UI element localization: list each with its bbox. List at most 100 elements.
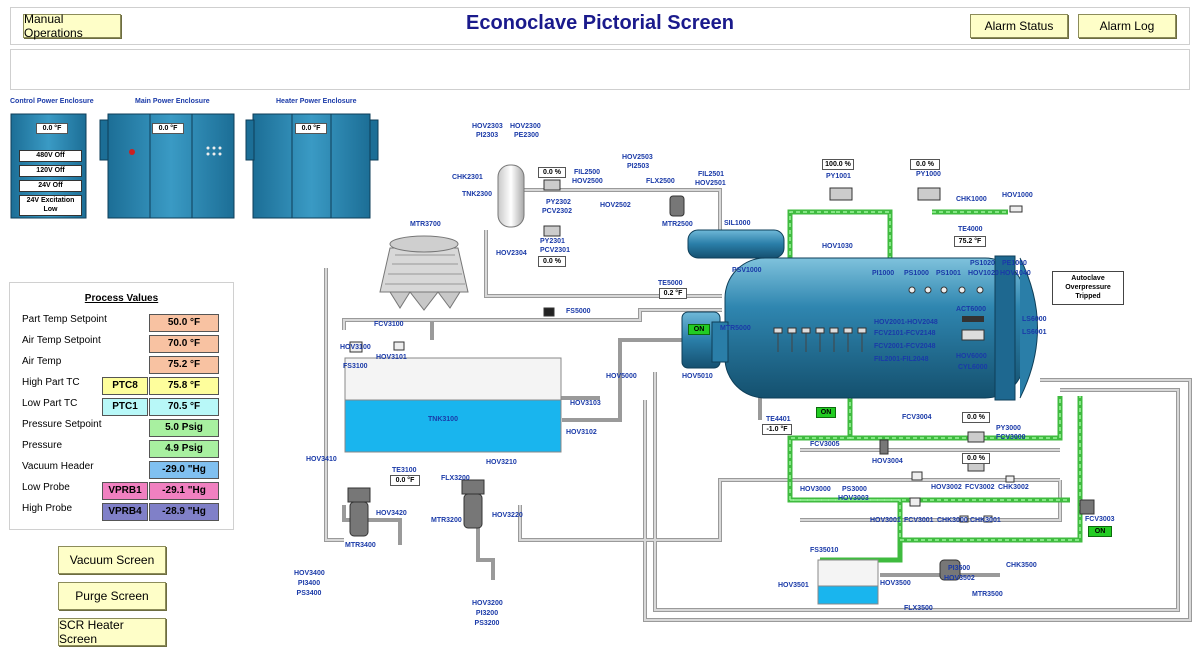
py1001-readout: 100.0 %: [822, 159, 854, 170]
tag-ls6001: LS6001: [1022, 329, 1047, 336]
pv-tag: PTC8: [102, 377, 148, 395]
tag-fcv2101-2148: FCV2101-FCV2148: [874, 330, 936, 337]
control-enclosure-title: Control Power Enclosure: [10, 98, 94, 105]
tag-py1001: PY1001: [826, 173, 851, 180]
pv-label: Low Probe: [22, 482, 70, 493]
tag-hov2502: HOV2502: [600, 202, 631, 209]
message-bar: [10, 49, 1190, 90]
tag-hov3410: HOV3410: [306, 456, 337, 463]
tag-hov3003: HOV3003: [838, 495, 869, 502]
tag-fcv3004: FCV3004: [902, 414, 932, 421]
tag-pcv2301: PCV2301: [540, 247, 570, 254]
tag-pi2303: PI2303: [476, 132, 499, 139]
tag-fcv3002: FCV3002: [965, 484, 995, 491]
fcv3003-on-indicator: ON: [1088, 526, 1112, 537]
tag-mtr3400: MTR3400: [345, 542, 376, 549]
tag-cyl6000: CYL6000: [958, 364, 988, 371]
control-enclosure-temp: 0.0 °F: [36, 123, 68, 134]
tag-fil2001-2048: FIL2001-FIL2048: [874, 356, 929, 363]
te4000-readout: 75.2 °F: [954, 236, 986, 247]
tag-te3100: TE3100: [392, 467, 417, 474]
tag-ls6000: LS6000: [1022, 316, 1047, 323]
tag-pi3400: PI3400: [297, 580, 321, 587]
tag-py2301: PY2301: [540, 238, 565, 245]
pv-label: Air Temp Setpoint: [22, 335, 101, 346]
purge-screen-button[interactable]: Purge Screen: [58, 582, 166, 610]
pcv2301-readout: 0.0 %: [538, 256, 566, 267]
tag-pcv2302: PCV2302: [542, 208, 572, 215]
tag-pe2300: PE2300: [514, 132, 539, 139]
te5000-readout: 0.2 °F: [659, 288, 687, 299]
tag-hov3103: HOV3103: [570, 400, 601, 407]
pv-value: 75.2 °F: [149, 356, 219, 374]
tag-hov2303: HOV2303: [472, 123, 503, 130]
tag-hov5010: HOV5010: [682, 373, 713, 380]
tag-fcv2001-2048: FCV2001-FCV2048: [874, 343, 936, 350]
main-enclosure-title: Main Power Enclosure: [135, 98, 210, 105]
tag-chk3000: CHK3000: [937, 517, 968, 524]
tag-chk2301: CHK2301: [452, 174, 483, 181]
py1000-readout: 0.0 %: [910, 159, 940, 170]
tag-chk3002: CHK3002: [998, 484, 1029, 491]
pv-value: 50.0 °F: [149, 314, 219, 332]
tag-hov1020: HOV1020: [968, 270, 999, 277]
tag-hov3102: HOV3102: [566, 429, 597, 436]
pv-value: 70.5 °F: [149, 398, 219, 416]
heater-enclosure-title: Heater Power Enclosure: [276, 98, 357, 105]
scr-heater-screen-button[interactable]: SCR Heater Screen: [58, 618, 166, 646]
status-24v: 24V Off: [19, 180, 82, 192]
pv-label: Part Temp Setpoint: [22, 314, 107, 325]
pv-tag: PTC1: [102, 398, 148, 416]
pv-value: 4.9 Psig: [149, 440, 219, 458]
fan-on-indicator: ON: [688, 324, 710, 335]
pv-label: Vacuum Header: [22, 461, 94, 472]
tag-py3000: PY3000: [996, 425, 1021, 432]
tag-chk3001: CHK3001: [970, 517, 1001, 524]
tag-hov2500: HOV2500: [572, 178, 603, 185]
tag-hov3002: HOV3002: [931, 484, 962, 491]
tag-hov2503: HOV2503: [622, 154, 653, 161]
tag-hov1000: HOV1000: [1002, 192, 1033, 199]
pump-on-indicator: ON: [816, 407, 836, 418]
tag-hov3101: HOV3101: [376, 354, 407, 361]
pv-tag: VPRB1: [102, 482, 148, 500]
tag-hov6000: HOV6000: [956, 353, 987, 360]
tag-ps3400: PS3400: [296, 590, 322, 597]
tag-pi2503: PI2503: [627, 163, 650, 170]
tag-py1000: PY1000: [916, 171, 941, 178]
alarm-log-button[interactable]: Alarm Log: [1078, 14, 1176, 38]
py3000-readout: 0.0 %: [962, 412, 990, 423]
alarm-status-button[interactable]: Alarm Status: [970, 14, 1068, 38]
tag-pe1000: PE1000: [1002, 260, 1027, 267]
tag-hov3502: HOV3502: [944, 575, 975, 582]
manual-operations-button[interactable]: Manual Operations: [23, 12, 121, 40]
tag-hov3200: HOV3200: [472, 600, 503, 607]
status-24v-excitation: 24V Excitation Low: [19, 195, 82, 216]
fcv3002-readout: 0.0 %: [962, 453, 990, 464]
tag-te4401: TE4401: [766, 416, 791, 423]
tag-fs3100: FS3100: [343, 363, 368, 370]
tag-hov3100: HOV3100: [340, 344, 371, 351]
tag-py2302: PY2302: [546, 199, 571, 206]
tag-fcv3000: FCV3000: [996, 434, 1026, 441]
tag-mtr3200: MTR3200: [431, 517, 462, 524]
pv-value: -28.9 "Hg: [149, 503, 219, 521]
tag-fil2501: FIL2501: [698, 171, 725, 178]
tag-mtr2500: MTR2500: [662, 221, 693, 228]
tag-flx3500: FLX3500: [904, 605, 933, 612]
pv-label: Pressure: [22, 440, 63, 451]
pcv2302-readout: 0.0 %: [538, 167, 566, 178]
process-values-panel: Process Values Part Temp Setpoint 50.0 °…: [9, 282, 234, 530]
tag-tnk3100: TNK3100: [428, 416, 458, 423]
tag-mtr3500: MTR3500: [972, 591, 1003, 598]
vacuum-screen-button[interactable]: Vacuum Screen: [58, 546, 166, 574]
header-bar: [10, 7, 1190, 45]
pv-label: High Probe: [22, 503, 73, 514]
pv-label: Low Part TC: [22, 398, 78, 409]
tag-fs5000: FS5000: [566, 308, 591, 315]
pv-tag: VPRB4: [102, 503, 148, 521]
tag-ps1001: PS1001: [936, 270, 961, 277]
tag-hov3220: HOV3220: [492, 512, 523, 519]
tag-hov2304: HOV2304: [496, 250, 527, 257]
